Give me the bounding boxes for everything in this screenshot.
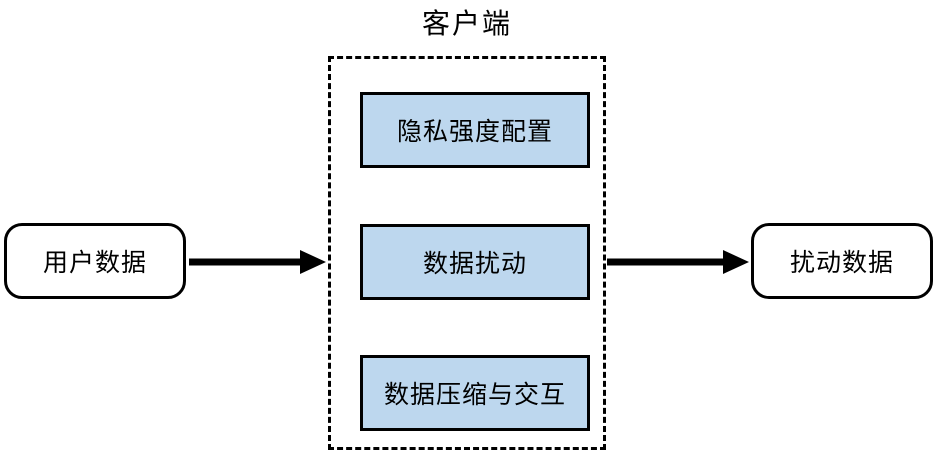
client-dashed-container [328,56,606,450]
node-user-data: 用户数据 [4,223,186,299]
module-data-perturbation: 数据扰动 [360,224,590,300]
arrow-client-to-perturbed-data-icon [607,250,749,274]
module-privacy-strength-config: 隐私强度配置 [360,92,590,168]
module-data-compression-interaction: 数据压缩与交互 [360,355,590,431]
node-perturbed-data: 扰动数据 [751,223,933,299]
client-container-title: 客户端 [421,8,512,39]
arrow-user-data-to-client-icon [189,250,326,274]
